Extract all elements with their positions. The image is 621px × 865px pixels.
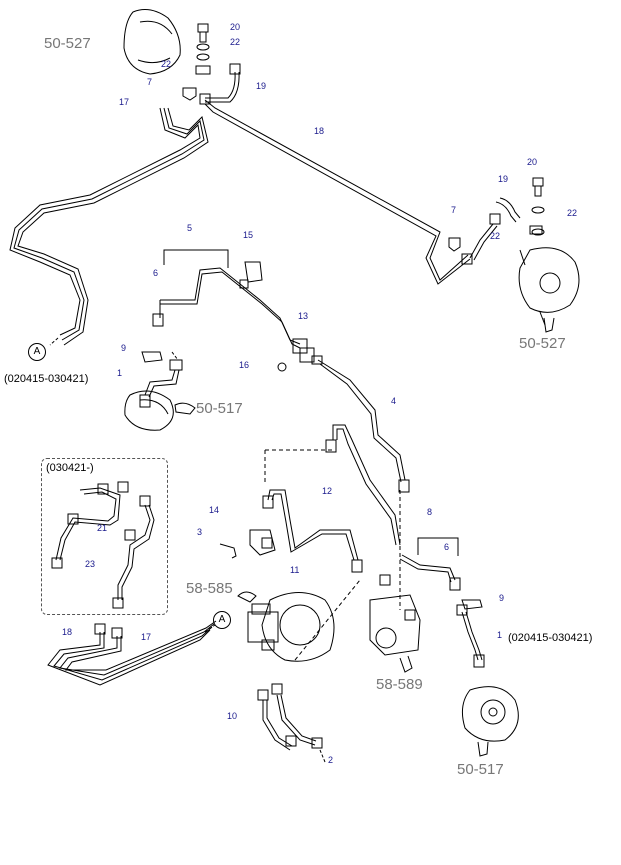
- brake-pipe-4: [311, 355, 410, 493]
- callout-17-bottom: 17: [141, 632, 152, 642]
- rear-right-disc: [461, 686, 519, 742]
- front-left-dust-shield: [123, 9, 181, 75]
- bracket-5: [163, 249, 229, 268]
- brake-pipe-6-right: [399, 554, 461, 591]
- date-label-left: (020415-030421): [4, 373, 89, 385]
- bolt-3: [219, 543, 237, 559]
- callout-1-right: 1: [497, 630, 503, 640]
- callout-18-top: 18: [314, 126, 325, 136]
- top-left-bolt-stack: [195, 23, 211, 75]
- callout-9-right: 9: [499, 593, 505, 603]
- pointer-hand-abs: [399, 655, 413, 673]
- ref-58-585: 58-585: [186, 580, 233, 597]
- clip-7-right: [448, 237, 461, 252]
- callout-10: 10: [227, 711, 238, 721]
- brake-pipe-12: [325, 424, 401, 546]
- callout-14: 14: [209, 505, 220, 515]
- callout-8: 8: [427, 507, 433, 517]
- front-right-brake-hose: [461, 197, 521, 265]
- callout-11: 11: [290, 565, 300, 575]
- callout-19-top: 19: [256, 81, 267, 91]
- abs-hydraulic-unit: [369, 574, 421, 656]
- junction-block-13: [292, 338, 315, 363]
- callout-22-right: 22: [567, 208, 578, 218]
- callout-7-top: 7: [147, 77, 153, 87]
- brake-pipe-2: [271, 683, 323, 749]
- callout-15: 15: [243, 230, 254, 240]
- ref-50-517-bottom: 50-517: [457, 761, 504, 778]
- callout-13: 13: [298, 311, 309, 321]
- callout-9-left: 9: [121, 343, 127, 353]
- clip-15: [244, 261, 263, 283]
- brake-pipe-bundle-bottom: [47, 620, 217, 686]
- pointer-hand-left: [174, 402, 196, 415]
- brake-pipe-17-left-run: [9, 107, 209, 346]
- right-bolt-stack: [529, 177, 545, 236]
- rear-right-brake-hose: [456, 604, 485, 668]
- pointer-hand-bottom-right: [477, 741, 489, 757]
- connector-a-top: A: [28, 343, 46, 361]
- front-left-brake-hose: [199, 63, 241, 105]
- pointer-hand-right: [543, 317, 555, 333]
- clip-7-top: [182, 87, 197, 101]
- clip-9-left: [141, 351, 163, 363]
- master-cylinder-booster: [247, 592, 335, 662]
- ref-58-589: 58-589: [376, 676, 423, 693]
- callout-6-left: 6: [153, 268, 159, 278]
- callout-23: 23: [85, 559, 96, 569]
- callout-3: 3: [197, 527, 203, 537]
- main-brake-pipe-18: [204, 99, 471, 285]
- callout-22-top: 22: [230, 37, 241, 47]
- callout-12: 12: [322, 486, 333, 496]
- callout-22-right-lower: 22: [490, 231, 501, 241]
- callout-18-bottom: 18: [62, 627, 73, 637]
- front-right-dust-shield: [518, 247, 580, 326]
- connector-a-dash-top: [49, 337, 59, 346]
- date-label-right: (020415-030421): [508, 632, 593, 644]
- callout-6-right: 6: [444, 542, 450, 552]
- inset-date-label: (030421-): [46, 462, 94, 474]
- callout-5: 5: [187, 223, 193, 233]
- bolt-16: [277, 362, 287, 372]
- callout-21: 21: [97, 523, 108, 533]
- ref-50-517-left: 50-517: [196, 400, 243, 417]
- bracket-14: [249, 529, 276, 556]
- bracket-8: [417, 537, 459, 556]
- brake-pipe-11: [262, 489, 363, 573]
- brake-pipe-10: [257, 689, 293, 751]
- rear-left-backing-plate: [124, 390, 174, 431]
- ref-50-527-right: 50-527: [519, 335, 566, 352]
- callout-2: 2: [328, 755, 334, 765]
- pointer-hand-master: [237, 591, 257, 603]
- inset-box: [41, 458, 168, 615]
- callout-1-left: 1: [117, 368, 123, 378]
- callout-19-right: 19: [498, 174, 509, 184]
- callout-7-right: 7: [451, 205, 457, 215]
- clip-9-right: [461, 599, 483, 610]
- inset-hoses: [51, 481, 155, 609]
- callout-20-top: 20: [230, 22, 241, 32]
- ref-50-527-top-left: 50-527: [44, 35, 91, 52]
- callout-17-top: 17: [119, 97, 130, 107]
- callout-22-top-left: 22: [161, 59, 172, 69]
- callout-20-right: 20: [527, 157, 538, 167]
- callout-4: 4: [391, 396, 397, 406]
- connector-a-bottom: A: [213, 611, 231, 629]
- callout-16: 16: [239, 360, 250, 370]
- brake-pipe-6-left: [152, 267, 301, 349]
